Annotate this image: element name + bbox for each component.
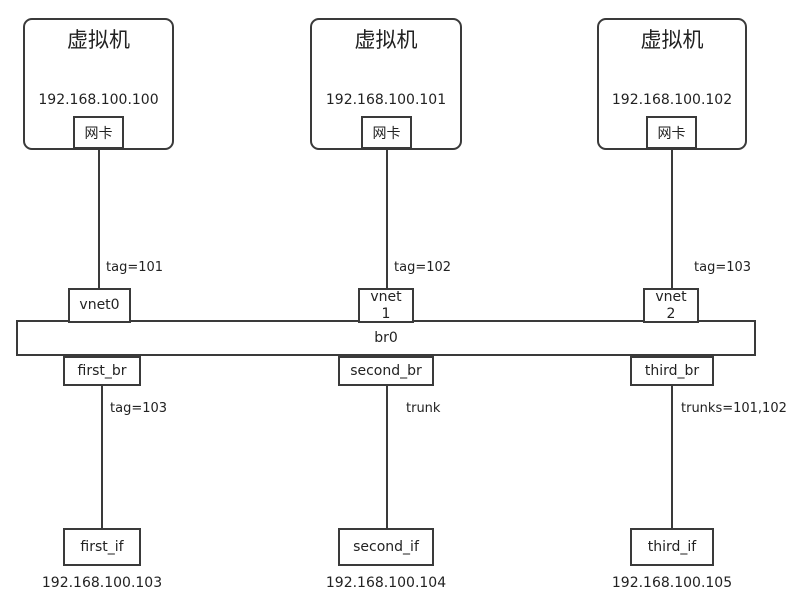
- nic-label-3: 网卡: [657, 125, 686, 142]
- vm-ip-3: 192.168.100.102: [611, 92, 733, 108]
- bridge-label-br0: br0: [374, 330, 398, 346]
- edge-label-trunks: trunks=101,102: [681, 401, 787, 416]
- nic-label-1: 网卡: [84, 125, 113, 142]
- bridge-port-third-br-label: third_br: [644, 362, 700, 379]
- vm-box-2[interactable]: 虚拟机 192.168.100.101: [310, 18, 462, 150]
- edge-vm1-to-vnet0: [98, 149, 100, 289]
- nic-box-2[interactable]: 网卡: [361, 116, 412, 149]
- interface-label-third-if: third_if: [647, 538, 697, 555]
- bridge-port-first-br[interactable]: first_br: [63, 356, 141, 386]
- vnet-port-1[interactable]: vnet 1: [358, 288, 414, 323]
- interface-label-first-if: first_if: [80, 538, 124, 555]
- edge-vm3-to-vnet2: [671, 149, 673, 289]
- interface-label-second-if: second_if: [353, 538, 419, 555]
- interface-box-first-if[interactable]: first_if: [63, 528, 141, 566]
- bridge-port-first-br-label: first_br: [77, 362, 127, 379]
- vm-title-1: 虚拟机: [67, 28, 130, 52]
- edge-label-trunk: trunk: [406, 401, 441, 416]
- edge-third-br-to-third-if: [671, 386, 673, 528]
- nic-box-1[interactable]: 网卡: [73, 116, 124, 149]
- vnet-port-0-label: vnet0: [79, 297, 120, 314]
- bridge-port-third-br[interactable]: third_br: [630, 356, 714, 386]
- vnet-port-2-label: vnet 2: [655, 289, 687, 322]
- bridge-port-second-br[interactable]: second_br: [338, 356, 434, 386]
- interface-ip-second-if: 192.168.100.104: [325, 575, 447, 591]
- edge-first-br-to-first-if: [101, 386, 103, 528]
- edge-vm2-to-vnet1: [386, 149, 388, 289]
- edge-second-br-to-second-if: [386, 386, 388, 528]
- vm-title-2: 虚拟机: [354, 28, 418, 52]
- edge-label-tag-103-vm: tag=103: [694, 260, 752, 275]
- vm-title-3: 虚拟机: [640, 28, 704, 52]
- nic-box-3[interactable]: 网卡: [646, 116, 697, 149]
- vnet-port-0[interactable]: vnet0: [68, 288, 131, 323]
- bridge-port-second-br-label: second_br: [350, 362, 422, 379]
- edge-label-tag-103: tag=103: [110, 401, 168, 416]
- interface-box-third-if[interactable]: third_if: [630, 528, 714, 566]
- edge-label-tag-102: tag=102: [394, 260, 452, 275]
- bridge-bar-br0[interactable]: br0: [16, 320, 756, 356]
- interface-box-second-if[interactable]: second_if: [338, 528, 434, 566]
- vnet-port-2[interactable]: vnet 2: [643, 288, 699, 323]
- interface-ip-first-if: 192.168.100.103: [41, 575, 163, 591]
- edge-label-tag-101: tag=101: [106, 260, 164, 275]
- vm-ip-1: 192.168.100.100: [38, 92, 159, 108]
- interface-ip-third-if: 192.168.100.105: [611, 575, 733, 591]
- vm-ip-2: 192.168.100.101: [325, 92, 447, 108]
- nic-label-2: 网卡: [372, 125, 401, 142]
- vnet-port-1-label: vnet 1: [370, 289, 402, 322]
